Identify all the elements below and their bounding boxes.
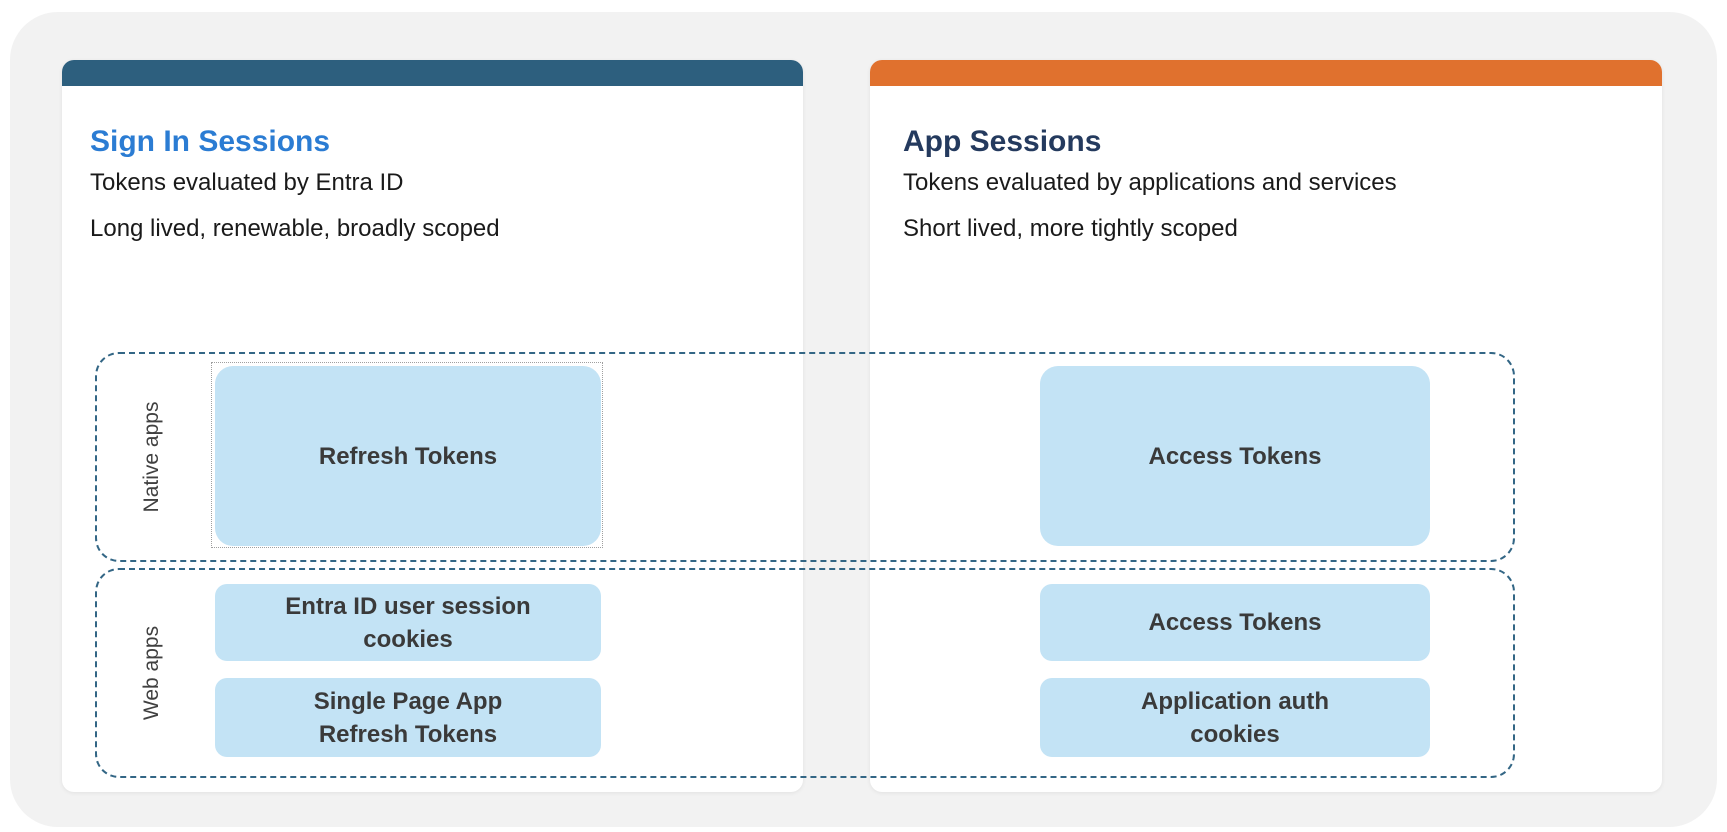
access-tokens-native-box: Access Tokens (1040, 366, 1430, 546)
selection-outline (211, 362, 603, 548)
sign-in-card-body: Sign In Sessions Tokens evaluated by Ent… (62, 60, 803, 244)
native-apps-label: Native apps (140, 401, 163, 513)
sign-in-title: Sign In Sessions (90, 125, 331, 158)
access-tokens-web-box: Access Tokens (1040, 584, 1430, 661)
app-sessions-title: App Sessions (903, 125, 1102, 158)
refresh-tokens-box: Refresh Tokens (215, 366, 601, 546)
web-apps-band (95, 568, 1515, 778)
sign-in-accent-bar (62, 60, 803, 86)
app-sessions-card-body: App Sessions Tokens evaluated by applica… (870, 60, 1662, 244)
app-sessions-accent-bar (870, 60, 1662, 86)
web-apps-label: Web apps (140, 625, 163, 721)
sign-in-subtitle: Tokens evaluated by Entra ID (90, 169, 404, 196)
entra-user-session-cookies-box: Entra ID user session cookies (215, 584, 601, 661)
native-apps-band (95, 352, 1515, 562)
sign-in-description: Long lived, renewable, broadly scoped (90, 215, 500, 242)
app-sessions-description: Short lived, more tightly scoped (903, 215, 1238, 242)
app-sessions-subtitle: Tokens evaluated by applications and ser… (903, 169, 1397, 196)
application-auth-cookies-box: Application auth cookies (1040, 678, 1430, 757)
spa-refresh-tokens-box: Single Page App Refresh Tokens (215, 678, 601, 757)
